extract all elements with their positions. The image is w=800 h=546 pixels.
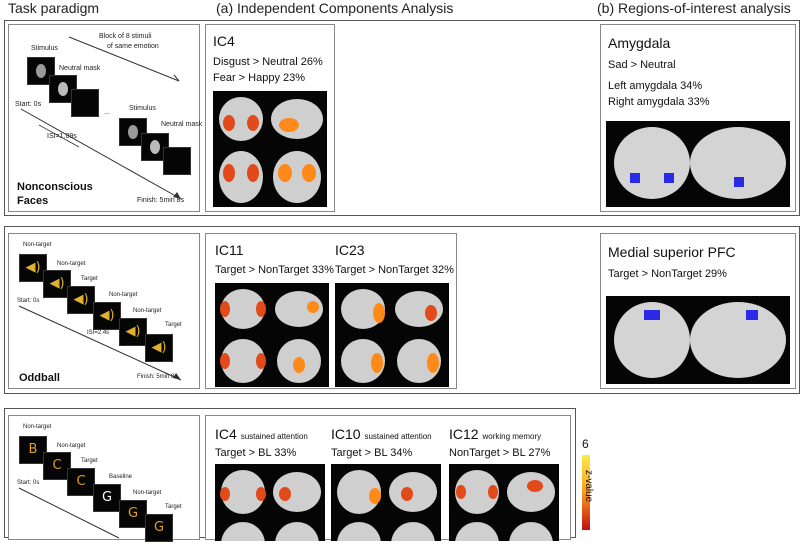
oddball-isi: ISI=2.4s: [87, 330, 110, 336]
amygdala-contrast: Sad > Neutral: [608, 59, 676, 71]
ic10-brain-map: [331, 464, 441, 546]
oddball-label-6: Target: [165, 322, 182, 328]
oddball-label-4: Non-target: [109, 292, 138, 298]
stimulus-label: Stimulus: [31, 45, 58, 52]
ic10-title: IC10 sustained attention: [331, 426, 432, 442]
paradigm-panel-wm: Non-target B Non-target C Target C Basel…: [8, 415, 200, 542]
oddball-label-2: Non-target: [57, 261, 86, 267]
oddball-stim-1: ◀): [19, 254, 47, 282]
wm-ic4-contrast: Target > BL 33%: [215, 447, 297, 459]
paradigm-name-2: Faces: [17, 195, 49, 207]
task-paradigm-header: Task paradigm: [8, 0, 100, 16]
roi-header: (b) Regions-of-interest analysis: [597, 0, 791, 16]
ic11-brain-map: [215, 283, 329, 387]
amygdala-roi-image: [606, 121, 790, 207]
neutral-mask-label: Neutral mask: [59, 65, 101, 72]
oddball-start: Start: 0s: [17, 298, 40, 304]
wm-letter-3: C: [76, 474, 86, 489]
mspfc-roi-image: [606, 296, 790, 384]
amygdala-title: Amygdala: [608, 35, 671, 51]
ic10-subtitle: sustained attention: [364, 432, 432, 441]
block-label-2: of same emotion: [107, 43, 159, 50]
wm-start: Start: 0s: [17, 480, 40, 486]
wm-label-2: Non-target: [57, 443, 86, 449]
wm-ic4-brain-map: [215, 464, 325, 546]
wm-letter-4: G: [101, 490, 113, 505]
wm-label-4: Baseline: [109, 474, 133, 480]
stimulus-label-2: Stimulus: [129, 105, 156, 112]
finish-label: Finish: 5min 8s: [137, 197, 185, 204]
ic23-brain-map: [335, 283, 449, 387]
ic12-contrast: NonTarget > BL 27%: [449, 447, 551, 459]
blank-2: [163, 147, 191, 175]
paradigm-panel-oddball: Non-target ◀) Non-target ◀) Target ◀) No…: [8, 233, 200, 389]
ic11-title: IC11: [215, 242, 244, 258]
ic4-title: IC4: [213, 33, 235, 49]
ic23-contrast: Target > NonTarget 32%: [335, 264, 454, 276]
ic4-contrast-2: Fear > Happy 23%: [213, 72, 306, 84]
oddball-label-3: Target: [81, 276, 98, 282]
ic10-contrast: Target > BL 34%: [331, 447, 413, 459]
oddball-stim-4: ◀): [93, 302, 121, 330]
wm-stim-5: G: [119, 500, 147, 528]
amygdala-panel: Amygdala Sad > Neutral Left amygdala 34%…: [600, 24, 796, 212]
oddball-label-1: Non-target: [23, 242, 52, 248]
paradigm-name: Nonconscious: [17, 181, 93, 193]
wm-ic4-subtitle: sustained attention: [240, 432, 308, 441]
oddball-label-5: Non-target: [133, 308, 162, 314]
blank-1: [71, 89, 99, 117]
neutral-mask-label-2: Neutral mask: [161, 121, 203, 128]
wm-letter-5: G: [127, 506, 139, 521]
wm-stim-3: C: [67, 468, 95, 496]
mspfc-contrast: Target > NonTarget 29%: [608, 268, 727, 280]
wm-letter-1: B: [28, 442, 38, 457]
colorbar-max: 6: [582, 437, 589, 451]
isi-label: ISI=1.09s: [47, 133, 77, 140]
wm-stim-2: C: [43, 452, 71, 480]
wm-timeline: [18, 487, 120, 539]
colorbar: [582, 455, 590, 530]
ic4-brain-map: [213, 91, 327, 207]
wm-stim-4: G: [93, 484, 121, 512]
oddball-name: Oddball: [19, 372, 60, 384]
wm-label-3: Target: [81, 458, 98, 464]
ic12-subtitle: working memory: [482, 432, 542, 441]
wm-letter-2: C: [52, 458, 62, 473]
oddball-timeline: [18, 305, 182, 381]
ic11-ic23-panel: IC11 Target > NonTarget 33% IC23 Target …: [205, 233, 457, 389]
timeline-arrow: [20, 108, 182, 200]
amygdala-left: Left amygdala 34%: [608, 80, 703, 92]
wm-label-1: Non-target: [23, 424, 52, 430]
paradigm-panel-faces: Block of 8 stimuli of same emotion Stimu…: [8, 24, 203, 212]
colorbar-label: z-value: [583, 470, 594, 503]
amygdala-right: Right amygdala 33%: [608, 96, 710, 108]
ic-wm-panel: IC4 sustained attention Target > BL 33% …: [205, 415, 571, 546]
start-label: Start: 0s: [15, 101, 42, 108]
ic12-brain-map: [449, 464, 559, 546]
wm-label-6: Target: [165, 504, 182, 510]
mspfc-title: Medial superior PFC: [608, 244, 736, 260]
ic12-title: IC12 working memory: [449, 426, 542, 442]
ic11-contrast: Target > NonTarget 33%: [215, 264, 334, 276]
ic4-panel: IC4 Disgust > Neutral 26% Fear > Happy 2…: [205, 24, 335, 212]
wm-label-5: Non-target: [133, 490, 162, 496]
oddball-stim-5: ◀): [119, 318, 147, 346]
wm-ic4-title: IC4 sustained attention: [215, 426, 308, 442]
oddball-stim-2: ◀): [43, 270, 71, 298]
ellipsis: ...: [104, 109, 110, 116]
wm-stim-1: B: [19, 436, 47, 464]
wm-letter-6: G: [153, 520, 165, 535]
block-label: Block of 8 stimuli: [99, 33, 152, 40]
oddball-finish: Finish: 5min 8s: [137, 374, 178, 380]
oddball-stim-6: ◀): [145, 334, 173, 362]
oddball-stim-3: ◀): [67, 286, 95, 314]
block-bracket: [68, 36, 180, 82]
ic4-contrast-1: Disgust > Neutral 26%: [213, 56, 323, 68]
mspfc-panel: Medial superior PFC Target > NonTarget 2…: [600, 233, 796, 389]
ic23-title: IC23: [335, 242, 365, 258]
ica-header: (a) Independent Components Analysis: [216, 0, 454, 16]
